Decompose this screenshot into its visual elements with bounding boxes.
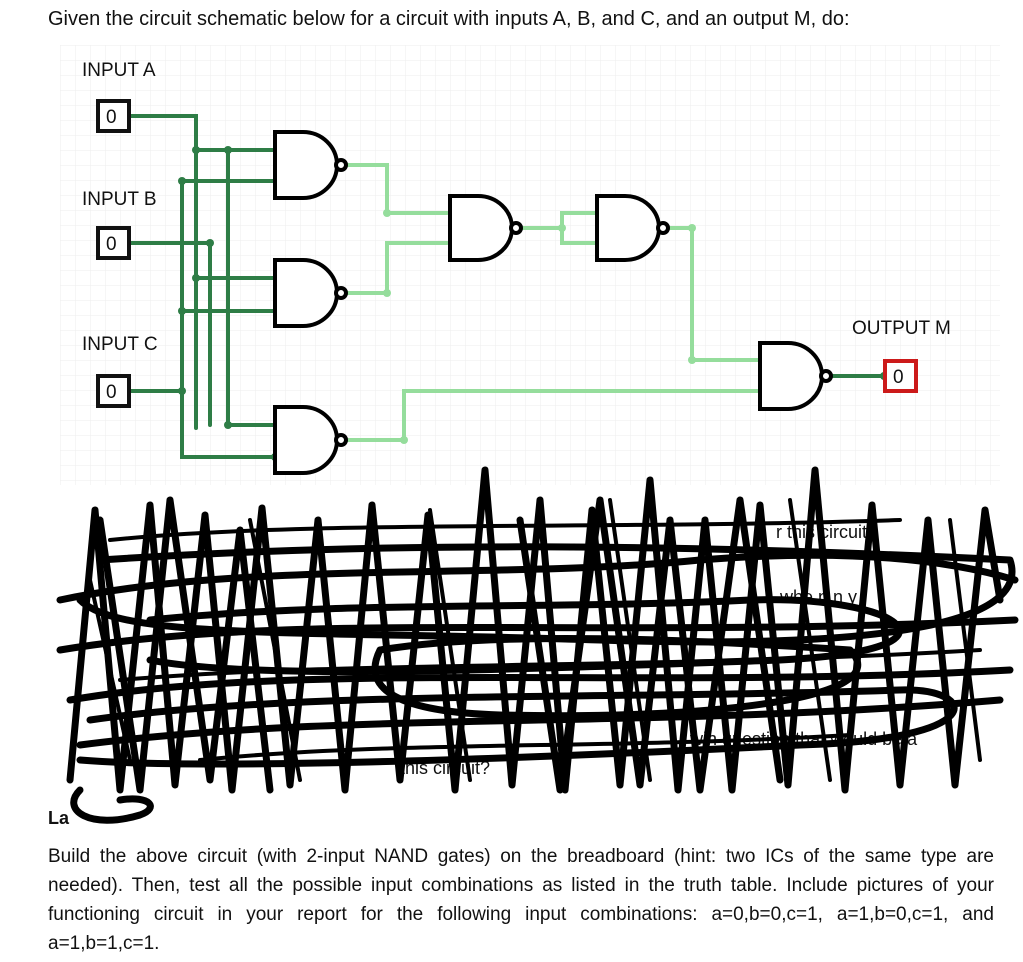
input-b-value: 0 — [106, 234, 117, 255]
fragment-line-last: this circuit? — [400, 758, 491, 778]
output-m-value: 0 — [893, 367, 904, 388]
bottom-instructions: Build the above circuit (with 2-input NA… — [48, 846, 994, 954]
intro-text: Given the circuit schematic below for a … — [48, 8, 850, 30]
nand-gate-2 — [273, 258, 348, 328]
input-c-box[interactable]: 0 — [96, 374, 131, 408]
input-a-value: 0 — [106, 107, 117, 128]
output-m-label: OUTPUT M — [852, 318, 951, 339]
fragment-lab-label: La — [48, 808, 70, 828]
input-b-label: INPUT B — [82, 189, 157, 210]
fragment-line-end: win question that would be a — [690, 729, 918, 749]
nand-gate-1 — [273, 130, 348, 200]
input-c-value: 0 — [106, 382, 117, 403]
light-wires — [343, 163, 760, 442]
circuit-schematic: INPUT A INPUT B INPUT C OUTPUT M — [60, 45, 1000, 485]
input-c-label: INPUT C — [82, 334, 158, 355]
fragment-line-right: whe n n y — [780, 587, 858, 607]
nand-gate-4 — [448, 194, 523, 262]
grid-background — [60, 45, 1000, 485]
output-m-box: 0 — [883, 359, 918, 393]
fragment-question-tail: r this circuit? — [776, 522, 878, 542]
nand-gate-6 — [758, 341, 833, 411]
input-a-box[interactable]: 0 — [96, 99, 131, 133]
light-wire-joints — [383, 209, 696, 444]
input-b-box[interactable]: 0 — [96, 226, 131, 260]
input-a-label: INPUT A — [82, 60, 156, 81]
nand-gate-5 — [595, 194, 670, 262]
